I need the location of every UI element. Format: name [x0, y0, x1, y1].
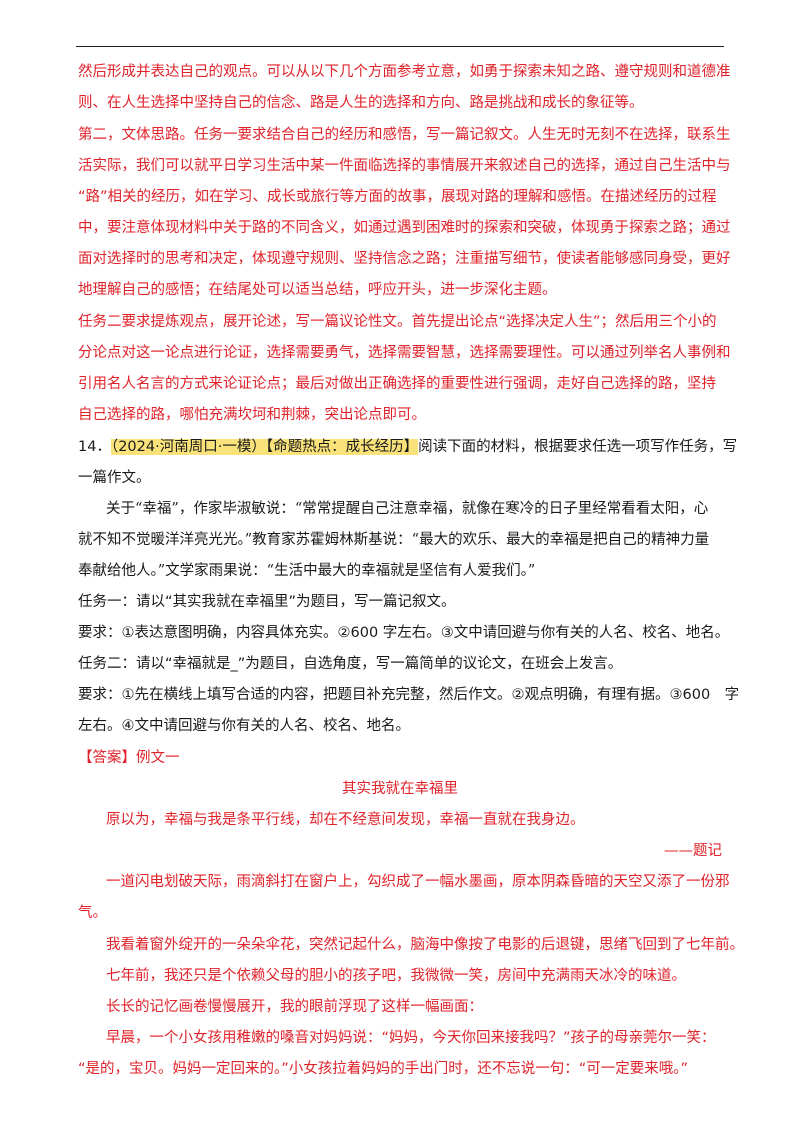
task-two-requirements: 要求：①先在横线上填写合适的内容，把题目补充完整，然后作文。②观点明确，有理有据…: [78, 687, 740, 703]
analysis-line: 地理解自己的感悟；在结尾处可以适当总结，呼应开头，进一步深化主题。: [78, 282, 557, 298]
answer-heading: 【答案】例文一: [78, 748, 180, 768]
essay-paragraph: 早晨，一个小女孩用稚嫩的嗓音对妈妈说：“妈妈，今天你回来接我吗？”孩子的母亲莞尔…: [106, 1030, 716, 1046]
analysis-line: 中，要注意体现材料中关于路的不同含义，如通过遇到困难时的探索和突破，体现勇于探索…: [78, 220, 731, 236]
question-heading: 14．（2024·河南周口·一模）【命题热点：成长经历】阅读下面的材料，根据要求…: [78, 437, 737, 457]
analysis-line: “路”相关的经历，如在学习、成长或旅行等方面的故事，展现对路的理解和感悟。在描述…: [78, 189, 717, 205]
analysis-line: 自己选择的路，哪怕充满坎坷和荆棘，突出论点即可。: [78, 407, 426, 423]
task-one-requirements: 要求：①表达意图明确，内容具体充实。②600 字左右。③文中请回避与你有关的人名…: [78, 625, 730, 641]
question-prompt-cont: 一篇作文。: [78, 470, 151, 486]
analysis-line: 分论点对这一论点进行论证，选择需要勇气，选择需要智慧，选择需要理性。可以通过列举…: [78, 345, 731, 361]
essay-paragraph: 我看着窗外绽开的一朵朵伞花，突然记起什么，脑海中像按了电影的后退键，思绪飞回到了…: [106, 937, 744, 953]
question-source: （2024·河南周口·一模）: [110, 439, 266, 455]
essay-paragraph: 长长的记忆画卷慢慢展开，我的眼前浮现了这样一幅画面：: [106, 999, 483, 1015]
analysis-line: 然后形成并表达自己的观点。可以从以下几个方面参考立意，如勇于探索未知之路、遵守规…: [78, 64, 731, 80]
epigraph: 原以为，幸福与我是条平行线，却在不经意间发现，幸福一直就在我身边。: [106, 812, 585, 828]
essay-paragraph: 七年前，我还只是个依赖父母的胆小的孩子吧，我微微一笑，房间中充满雨天冰冷的味道。: [106, 968, 686, 984]
essay-title: 其实我就在幸福里: [342, 781, 458, 797]
epigraph-label: ——题记: [664, 843, 722, 859]
analysis-line: 第二，文体思路。任务一要求结合自己的经历和感悟，写一篇记叙文。人生无时无刻不在选…: [78, 127, 731, 143]
analysis-line: 引用名人名言的方式来论证论点；最后对做出正确选择的重要性进行强调，走好自己选择的…: [78, 376, 716, 392]
analysis-line: 面对选择时的思考和决定，体现遵守规则、坚持信念之路；注重描写细节，使读者能够感同…: [78, 251, 731, 267]
example-label: 例文一: [136, 750, 180, 766]
task-two: 任务二：请以“幸福就是_”为题目，自选角度，写一篇简单的议论文，在班会上发言。: [78, 656, 623, 672]
analysis-line: 活实际，我们可以就平日学习生活中某一件面临选择的事情展开来叙述自己的选择，通过自…: [78, 158, 731, 174]
analysis-line: 任务二要求提炼观点，展开论述，写一篇议论性文。首先提出论点“选择决定人生”；然后…: [78, 314, 717, 330]
task-one: 任务一：请以“其实我就在幸福里”为题目，写一篇记叙文。: [78, 594, 456, 610]
essay-paragraph: 气。: [78, 905, 107, 921]
analysis-line: 则、在人生选择中坚持自己的信念、路是人生的选择和方向、路是挑战和成长的象征等。: [78, 95, 644, 111]
question-number: 14．: [78, 439, 111, 455]
material-line: 就不知不觉暖洋洋亮光光。”教育家苏霍姆林斯基说：“最大的欢乐、最大的幸福是把自己…: [78, 532, 710, 548]
essay-paragraph: 一道闪电划破天际，雨滴斜打在窗户上，勾织成了一幅水墨画，原本阴森昏暗的天空又添了…: [106, 874, 730, 890]
task-two-requirements-cont: 左右。④文中请回避与你有关的人名、校名、地名。: [78, 718, 410, 734]
material-line: 奉献给他人。”文学家雨果说：“生活中最大的幸福就是坚信有人爱我们。”: [78, 563, 536, 579]
essay-paragraph: “是的，宝贝。妈妈一定回来的。”小女孩拉着妈妈的手出门时，还不忘说一句：“可一定…: [78, 1061, 689, 1077]
question-tag: 【命题热点：成长经历】: [265, 439, 419, 455]
material-line: 关于“幸福”，作家毕淑敏说：“常常提醒自己注意幸福，就像在寒冷的日子里经常看看太…: [106, 501, 709, 517]
answer-label: 【答案】: [78, 750, 136, 766]
header-rule: [76, 46, 724, 47]
question-prompt: 阅读下面的材料，根据要求任选一项写作任务，写: [418, 439, 738, 455]
